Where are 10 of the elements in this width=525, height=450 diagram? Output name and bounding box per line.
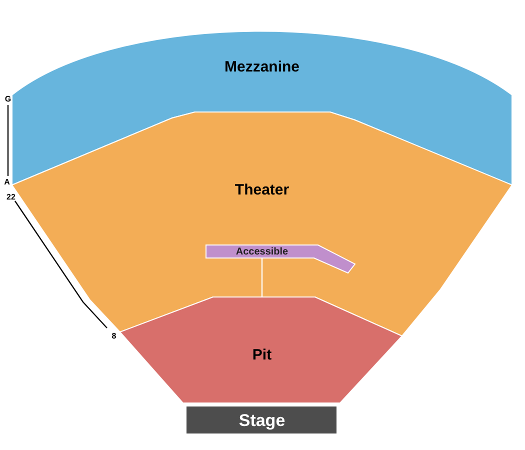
section-label: Theater	[234, 182, 290, 198]
row-label: 8	[112, 332, 116, 340]
row-label: A	[4, 178, 10, 186]
row-label: G	[4, 94, 12, 104]
section-label: Stage	[238, 411, 286, 431]
section-label: Pit	[252, 346, 272, 364]
section-label: Accessible	[236, 246, 288, 258]
aisle-line	[261, 258, 263, 297]
section-label: Mezzanine	[224, 58, 300, 76]
row-label: 22	[6, 192, 16, 202]
